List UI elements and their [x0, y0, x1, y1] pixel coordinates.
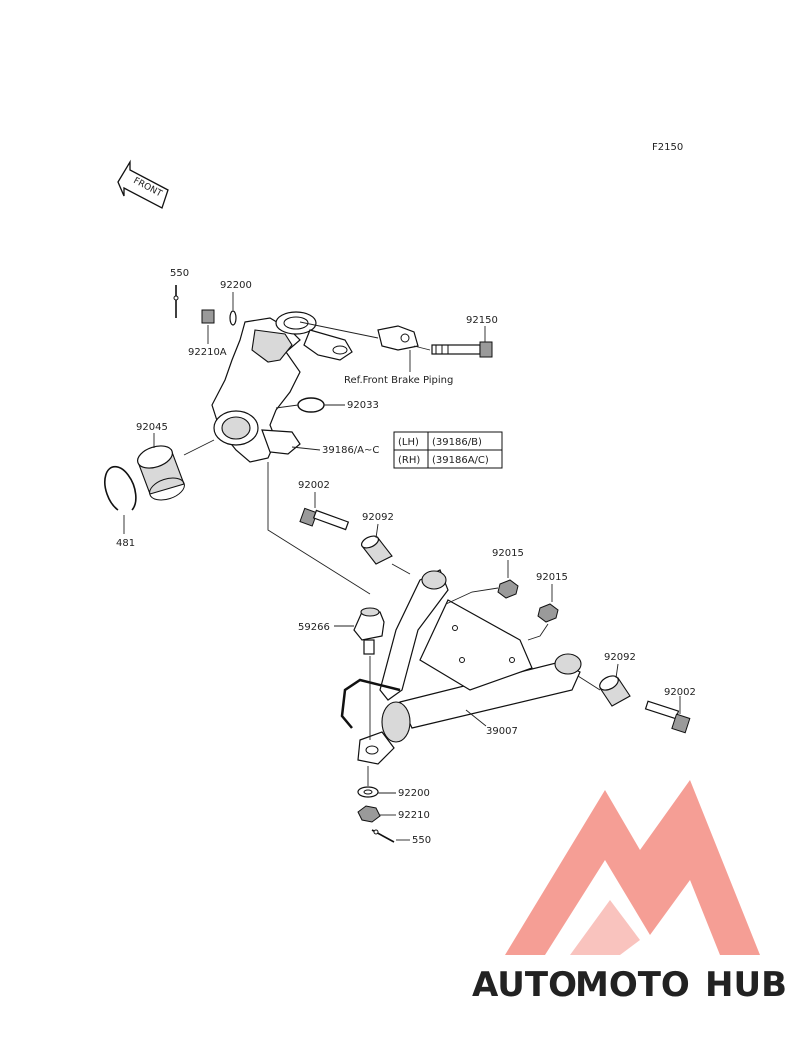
label-550-bottom: 550: [412, 835, 431, 846]
nut-92210: [357, 805, 381, 823]
table-part-lh: (39186/B): [432, 437, 482, 448]
label-92210: 92210: [398, 810, 430, 821]
label-481: 481: [116, 538, 135, 549]
label-550-top: 550: [170, 268, 189, 279]
nut-92015-b: [537, 603, 559, 623]
ball-joint-59266: [353, 607, 385, 655]
bolt-92150: [431, 341, 493, 358]
bearing-92045: [137, 445, 185, 501]
table-side-lh: (LH): [398, 437, 419, 448]
table-side-rh: (RH): [398, 455, 420, 466]
cotter-pin-550-bottom: [371, 829, 395, 843]
label-92002-right: 92002: [664, 687, 696, 698]
label-92200-bottom: 92200: [398, 788, 430, 799]
watermark-moto: MOTO: [575, 965, 690, 1005]
watermark-logo: AUTO MOTO HUB: [472, 780, 787, 1005]
bushing-92092-right: [599, 675, 631, 707]
label-92015-b: 92015: [536, 572, 568, 583]
figure-code: F2150: [652, 142, 683, 153]
bolt-92002-right: [644, 700, 691, 734]
a-arm-39007: [340, 569, 582, 765]
label-92150: 92150: [466, 315, 498, 326]
label-92200-top: 92200: [220, 280, 252, 291]
label-92015-a: 92015: [492, 548, 524, 559]
bushing-92092-left: [360, 535, 393, 565]
bolt-92002-left: [299, 507, 350, 531]
snap-ring-481: [104, 465, 137, 511]
cotter-pin-550-top: [173, 285, 179, 318]
brake-piping-bracket: [377, 325, 419, 351]
label-92033: 92033: [347, 400, 379, 411]
label-39186: 39186/A~C: [322, 445, 379, 456]
ref-note: Ref.Front Brake Piping: [344, 375, 453, 386]
lh-rh-table: (LH) (39186/B) (RH) (39186A/C): [393, 431, 503, 469]
nut-92015-a: [497, 579, 519, 599]
label-92210a: 92210A: [188, 347, 227, 358]
label-39007: 39007: [486, 726, 518, 737]
label-92092-left: 92092: [362, 512, 394, 523]
table-part-rh: (39186A/C): [432, 455, 489, 466]
label-59266: 59266: [298, 622, 330, 633]
steering-knuckle: [211, 311, 353, 463]
watermark-auto: AUTO: [472, 965, 577, 1005]
circlip-92033: [297, 397, 325, 413]
front-arrow-icon: FRONT: [117, 159, 169, 209]
label-92045: 92045: [136, 422, 168, 433]
nut-92210a: [201, 309, 215, 324]
label-92092-right: 92092: [604, 652, 636, 663]
watermark-hub: HUB: [705, 965, 787, 1005]
label-92002-left: 92002: [298, 480, 330, 491]
washer-92200-bottom: [357, 786, 379, 798]
washer-92200-top: [229, 310, 237, 326]
